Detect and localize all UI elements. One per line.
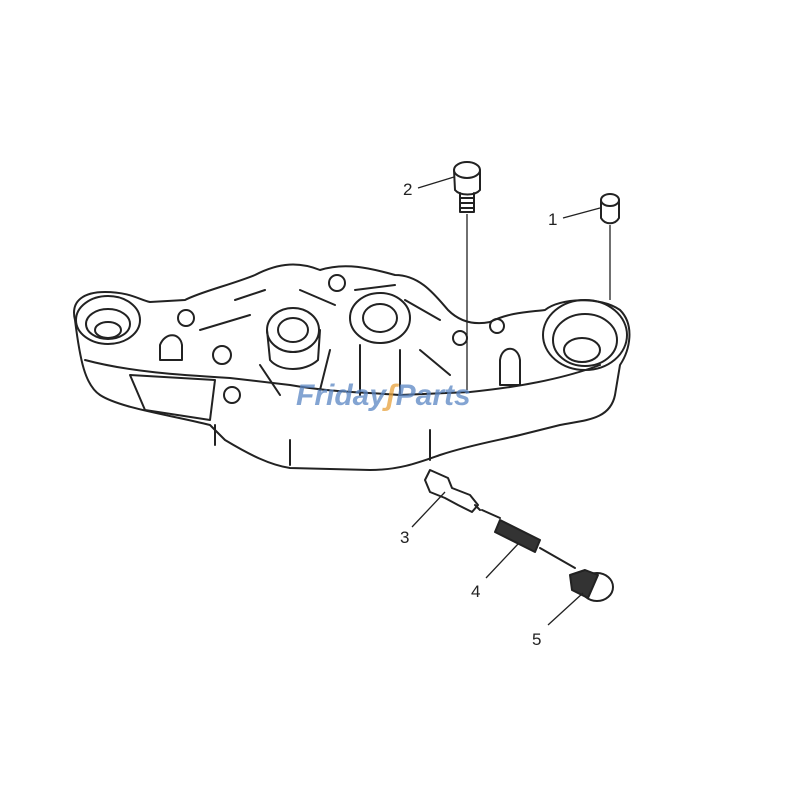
watermark-text-friday: Friday bbox=[296, 379, 387, 412]
callout-1: 1 bbox=[548, 210, 558, 229]
bolt-part bbox=[453, 161, 481, 213]
housing-outline bbox=[73, 263, 631, 471]
sleeve-part bbox=[600, 193, 620, 225]
watermark-logo: FridayʃParts bbox=[296, 379, 471, 413]
valve-part bbox=[424, 469, 479, 513]
spring-part bbox=[494, 519, 541, 553]
plug-part bbox=[569, 569, 614, 602]
callout-5: 5 bbox=[532, 630, 542, 649]
callout-3: 3 bbox=[400, 528, 410, 547]
hook-icon: ʃ bbox=[386, 379, 396, 412]
callout-2: 2 bbox=[403, 180, 413, 199]
watermark-text-parts: Parts bbox=[395, 379, 471, 412]
callout-4: 4 bbox=[471, 582, 481, 601]
